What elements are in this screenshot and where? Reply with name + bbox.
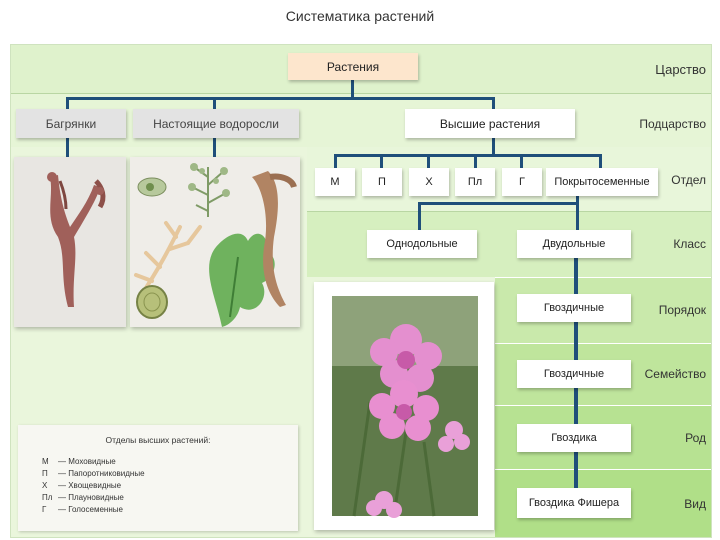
band-separator-6 — [495, 469, 711, 470]
connector-subkingdom-bus — [66, 97, 495, 100]
connector-monocots-up — [418, 202, 421, 230]
rank-division: Отдел — [671, 173, 706, 187]
rank-kingdom: Царство — [655, 62, 706, 77]
legend-abbr: П — [42, 469, 48, 478]
band-separator-1 — [11, 93, 711, 94]
legend-item: М — Моховидные — [42, 457, 116, 466]
legend-item: Пл — Плауновидные — [42, 493, 124, 502]
connector-div-m — [334, 154, 337, 168]
legend-text: — Плауновидные — [58, 493, 124, 502]
node-angiosperms: Покрытосеменные — [546, 168, 658, 196]
rank-order: Порядок — [658, 303, 706, 317]
legend-text: — Моховидные — [58, 457, 116, 466]
connector-family-genus — [574, 388, 578, 424]
node-order-caryophyllales: Гвоздичные — [517, 294, 631, 322]
node-species-dianthus-fischeri: Гвоздика Фишера — [517, 488, 631, 518]
node-family-caryophyllaceae: Гвоздичные — [517, 360, 631, 388]
band-separator-4 — [495, 343, 711, 344]
dianthus-photo — [332, 296, 478, 518]
rank-species: Вид — [684, 497, 706, 511]
connector-higher-up — [492, 97, 495, 109]
connector-angio-down — [576, 196, 579, 204]
connector-div-angio — [599, 154, 602, 168]
node-genus-dianthus: Гвоздика — [517, 424, 631, 452]
connector-red-algae-down — [66, 138, 69, 158]
true-algae-illustration — [130, 157, 300, 327]
connector-higher-down — [492, 138, 495, 155]
band-separator-3 — [495, 277, 711, 278]
legend-item: Г — Голосеменные — [42, 505, 123, 514]
node-dicots: Двудольные — [517, 230, 631, 258]
red-algae-drawing — [47, 172, 106, 307]
legend-text: — Голосеменные — [58, 505, 123, 514]
node-division-x: Х — [409, 168, 449, 196]
connector-true-algae-up — [213, 97, 216, 109]
legend-title: Отделы высших растений: — [105, 435, 211, 445]
node-division-m: М — [315, 168, 355, 196]
connector-class-bus — [418, 202, 579, 205]
connector-kingdom-down — [351, 80, 354, 98]
legend-item: Х — Хвощевидные — [42, 481, 121, 490]
legend-box: Отделы высших растений: М — Моховидные П… — [18, 425, 298, 531]
node-true-algae: Настоящие водоросли — [133, 109, 299, 138]
legend-item: П — Папоротниковидные — [42, 469, 145, 478]
red-algae-illustration — [14, 157, 126, 327]
legend-abbr: Пл — [42, 493, 53, 502]
legend-text: — Хвощевидные — [58, 481, 122, 490]
connector-division-bus — [334, 154, 602, 157]
rank-subkingdom: Подцарство — [639, 117, 706, 131]
node-red-algae: Багрянки — [16, 109, 126, 138]
connector-div-pl — [474, 154, 477, 168]
connector-div-x — [427, 154, 430, 168]
dianthus-photo-frame — [314, 282, 494, 530]
connector-dicots-up — [576, 202, 579, 230]
legend-text: — Папоротниковидные — [58, 469, 145, 478]
rank-family: Семейство — [644, 367, 706, 381]
band-separator-2 — [307, 211, 711, 212]
node-monocots: Однодольные — [367, 230, 477, 258]
rank-genus: Род — [685, 431, 706, 445]
legend-abbr: Г — [42, 505, 47, 514]
node-division-pl: Пл — [455, 168, 495, 196]
legend-abbr: Х — [42, 481, 48, 490]
band-separator-5 — [495, 405, 711, 406]
true-algae-drawing — [134, 163, 297, 327]
node-division-g: Г — [502, 168, 542, 196]
node-division-p: П — [362, 168, 402, 196]
rank-class: Класс — [673, 237, 706, 251]
connector-red-algae-up — [66, 97, 69, 109]
connector-div-p — [380, 154, 383, 168]
band-subkingdom — [11, 93, 711, 147]
connector-genus-species — [574, 452, 578, 488]
connector-true-algae-down — [213, 138, 216, 158]
connector-dicots-order — [574, 258, 578, 294]
node-higher-plants: Высшие растения — [405, 109, 575, 138]
connector-order-family — [574, 322, 578, 360]
page-title: Систематика растений — [285, 8, 435, 24]
node-plants: Растения — [288, 53, 418, 80]
connector-div-g — [520, 154, 523, 168]
legend-abbr: М — [42, 457, 49, 466]
